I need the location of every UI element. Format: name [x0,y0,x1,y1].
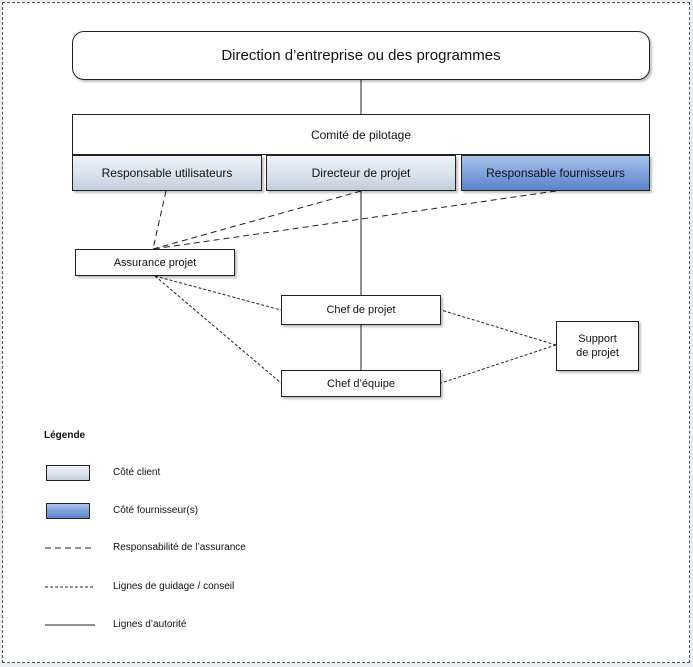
direction-box: Direction d’entreprise ou des programmes [72,31,650,80]
legend-swatch-fournisseur [46,503,90,519]
resp-fournisseurs-box: Responsable fournisseurs [461,155,650,191]
chef-projet-box: Chef de projet [281,295,441,325]
resp-utilisateurs-label: Responsable utilisateurs [101,166,233,180]
assurance-line-directeur [152,190,362,250]
legend-label-assurance: Responsabilité de l’assurance [113,542,246,553]
comite-box: Comité de pilotage [72,114,650,155]
chef-equipe-label: Chef d’équipe [327,377,395,390]
legend-swatch-client [46,465,90,481]
support-box: Support de projet [556,321,639,371]
legend-label-client: Côté client [113,467,161,478]
legend-label-autorite: Lignes d’autorité [113,619,187,630]
legend-label-fournisseur: Côté fournisseur(s) [113,505,199,516]
legend-label-guidage: Lignes de guidage / conseil [113,581,235,592]
guidance-line-support-chef-projet [440,309,557,346]
assurance-line-utilisateurs [152,190,167,250]
assurance-line-fournisseurs [152,190,557,250]
resp-utilisateurs-box: Responsable utilisateurs [72,155,262,191]
assurance-label: Assurance projet [113,256,197,269]
directeur-label: Directeur de projet [311,166,411,180]
chef-projet-label: Chef de projet [326,304,396,316]
assurance-box: Assurance projet [75,249,235,276]
guidance-line-support-chef-equipe [440,344,557,384]
comite-label: Comité de pilotage [310,127,412,142]
chef-equipe-box: Chef d’équipe [281,370,441,397]
guidance-line-assurance-chef-equipe [154,275,282,384]
directeur-box: Directeur de projet [266,155,456,191]
support-label-line1: Support [578,333,617,345]
support-label-line2: de projet [576,347,619,359]
direction-label: Direction d’entreprise ou des programmes [221,47,501,64]
resp-fournisseurs-label: Responsable fournisseurs [486,166,625,180]
guidance-line-assurance-chef-projet [154,275,282,311]
legend-title: Légende [44,430,86,441]
